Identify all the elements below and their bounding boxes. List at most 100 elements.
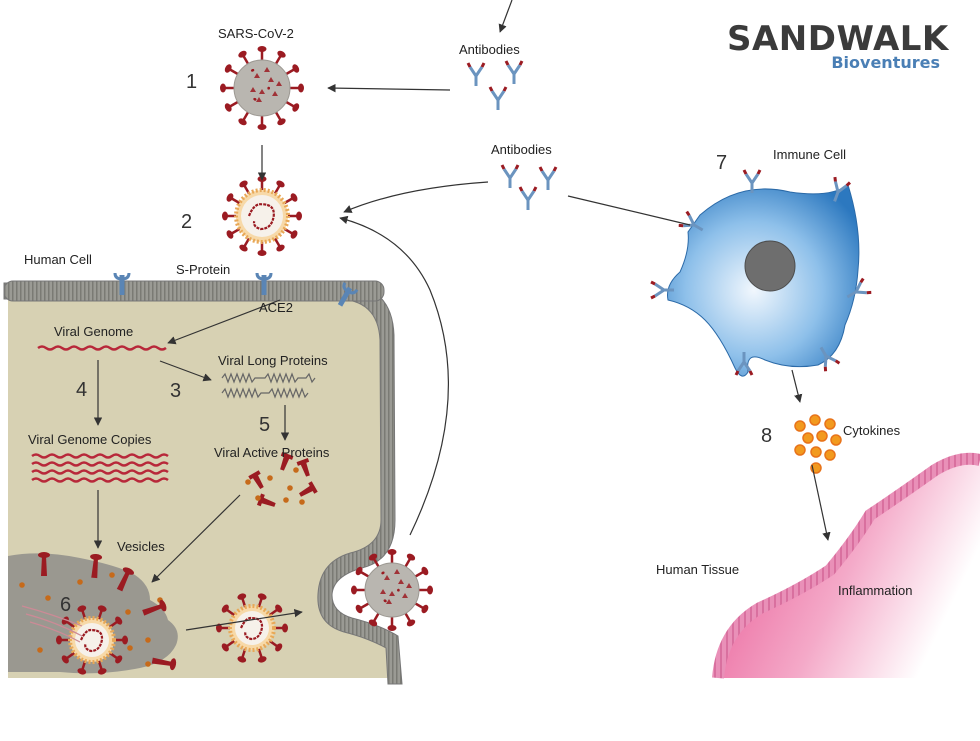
step-number-4: 4 [76,379,87,401]
antibody [846,277,872,299]
antibody [488,86,508,110]
cytokine [809,414,821,426]
vesicle-particle [109,572,115,578]
active-protein [280,451,294,471]
step-number-5: 5 [259,414,270,436]
logo-title: SANDWALK [727,19,950,59]
label-antibodies-top: Antibodies [459,42,520,57]
antibody [819,346,841,372]
antibody [650,280,674,300]
immune-cell-antibody-receptors [650,169,872,376]
ace2-receptor [337,282,359,307]
cytokine [816,430,828,442]
budding-virion [351,549,433,631]
antibody [538,166,558,190]
label-inflammation: Inflammation [838,583,912,598]
viral-genome-strand [37,345,167,351]
protein-fragment [287,485,293,491]
new-virion [216,593,288,663]
protein-fragment [255,495,261,501]
label-antibodies-mid: Antibodies [491,142,552,157]
arrow-immune-to-cytokines [791,369,803,403]
immune-cell-nucleus [744,240,796,292]
cytokine [810,446,822,458]
antibody [500,164,520,188]
antibody [504,60,524,84]
label-human-cell: Human Cell [24,252,92,267]
arrow-proteins-to-vesicles [151,494,241,583]
label-vesicles: Vesicles [117,539,165,554]
vesicle-particle [145,637,151,643]
ace2-receptor [113,272,131,295]
antibodies-group-top [466,60,524,110]
vesicle-spike [151,657,177,671]
viral-genome-copies [31,453,169,483]
label-viral-long-proteins: Viral Long Proteins [218,353,328,368]
cytokine [830,434,842,446]
protein-fragment [293,467,299,473]
cytokine [794,444,806,456]
sars-cov-2-virion [220,46,304,130]
virion-binding [222,176,302,256]
label-viral-genome-copies: Viral Genome Copies [28,432,152,447]
antibody [466,62,486,86]
antibody-link-line [567,195,691,226]
vesicle-particle [45,595,51,601]
antibody [833,176,851,202]
antibodies-group-mid [500,164,558,210]
vesicle-particle [37,647,43,653]
vesicle-spike [116,567,135,592]
label-human-tissue: Human Tissue [656,562,739,577]
label-ace2: ACE2 [259,300,293,315]
protein-fragment [245,479,251,485]
human-tissue [712,452,980,679]
vesicle-particle [77,579,83,585]
vesicle-spike-proteins [38,552,177,671]
arrow-vesicle-to-release [185,609,303,631]
cytokine [802,432,814,444]
immune-cell [667,184,860,377]
label-viral-genome: Viral Genome [54,324,133,339]
antibody [678,210,704,232]
antibody [734,352,754,376]
vesicle-spike [38,552,50,576]
cell-membrane [3,282,403,685]
arrow-antibodies-to-virus [327,83,451,93]
active-protein [256,493,276,507]
label-sars-cov-2: SARS-CoV-2 [218,26,294,41]
arrows [93,0,831,631]
viral-long-proteins-strands [221,372,316,399]
label-cytokines: Cytokines [843,423,901,438]
step-number-6: 6 [60,594,71,616]
step-number-7: 7 [716,152,727,174]
antibody [742,169,762,193]
protein-fragment [267,475,273,481]
vesicle-spike [90,553,103,579]
step-number-1: 1 [186,71,197,93]
cytokines-cluster [794,414,842,474]
arrow-release-reinfection [339,215,450,536]
ace2-receptors [113,272,359,307]
vesicle-particle [145,661,151,667]
step-number-2: 2 [181,211,192,233]
step-number-3: 3 [170,380,181,402]
ace2-receptor [255,272,273,295]
vesicle-particles [19,572,163,667]
arrow-genome-to-proteins [159,360,212,382]
membrane-top [3,280,385,302]
arrow-entry-to-genome [167,299,281,345]
cytokine [824,418,836,430]
protein-fragment [299,499,305,505]
antibody [518,186,538,210]
active-protein [299,481,318,497]
cytokine [824,449,836,461]
label-s-protein: S-Protein [176,262,230,277]
arrow-antibodies-to-binding [343,181,489,213]
active-protein [296,457,310,477]
vesicle-particle [125,609,131,615]
label-viral-active-proteins: Viral Active Proteins [214,445,330,460]
assembling-virion [55,605,128,675]
vesicle-spike [142,599,167,616]
arrow-incoming [498,0,513,33]
